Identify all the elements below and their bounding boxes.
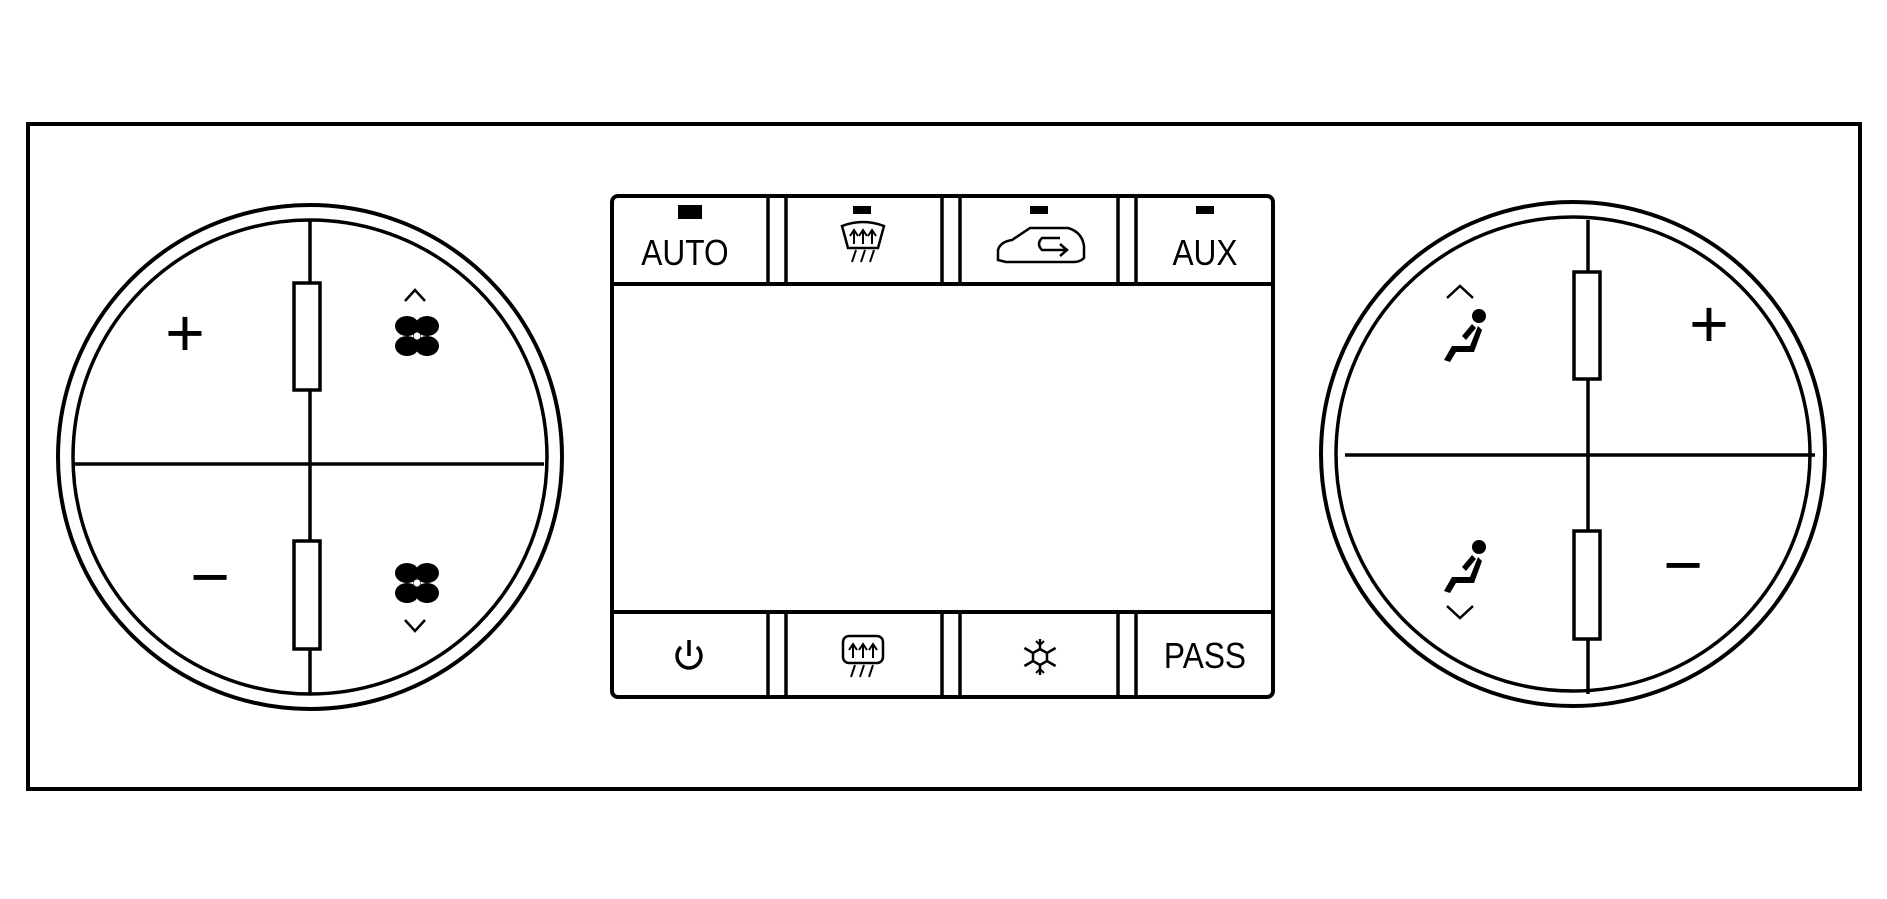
left-plus-label: + [165, 295, 205, 371]
power-button[interactable] [614, 614, 768, 695]
pass-label: PASS [1164, 636, 1246, 676]
recirculation-button[interactable] [960, 198, 1118, 284]
fan-down-icon [395, 563, 439, 633]
ac-button[interactable] [960, 614, 1118, 695]
right-dial: + − [1319, 200, 1827, 708]
panel-frame [26, 122, 1862, 791]
aux-indicator [1196, 206, 1214, 214]
aux-label: AUX [1172, 233, 1237, 273]
right-minus-label: − [1663, 527, 1703, 603]
left-dial: + − [56, 203, 564, 711]
fan-up-icon [395, 288, 439, 356]
recirculation-indicator [1030, 206, 1048, 214]
front-defrost-indicator [853, 206, 871, 214]
auto-label: AUTO [641, 233, 728, 273]
pass-button[interactable]: PASS [1136, 614, 1271, 695]
right-lower-slot [1572, 529, 1602, 641]
rear-defrost-icon [841, 634, 885, 678]
aux-button[interactable]: AUX [1136, 198, 1271, 284]
left-minus-label: − [190, 539, 230, 615]
front-defrost-icon [840, 220, 886, 263]
recirculation-icon [996, 226, 1086, 264]
power-icon [675, 640, 703, 670]
right-seat-down-button[interactable] [1345, 455, 1588, 692]
left-upper-slot [292, 281, 322, 392]
seat-down-icon [1444, 540, 1486, 620]
left-lower-slot [292, 539, 322, 651]
snowflake-icon [1023, 639, 1057, 675]
right-plus-label: + [1689, 286, 1729, 362]
seat-up-icon [1444, 284, 1486, 362]
auto-indicator [678, 205, 702, 219]
center-display: AUTO AUX [610, 194, 1275, 699]
display-screen [614, 286, 1271, 610]
auto-button[interactable]: AUTO [614, 198, 768, 284]
right-dial-outer-ring [1319, 200, 1827, 708]
right-upper-slot [1572, 270, 1602, 381]
front-defrost-button[interactable] [786, 198, 942, 284]
left-dial-outer-ring [56, 203, 564, 711]
rear-defrost-button[interactable] [786, 614, 942, 695]
